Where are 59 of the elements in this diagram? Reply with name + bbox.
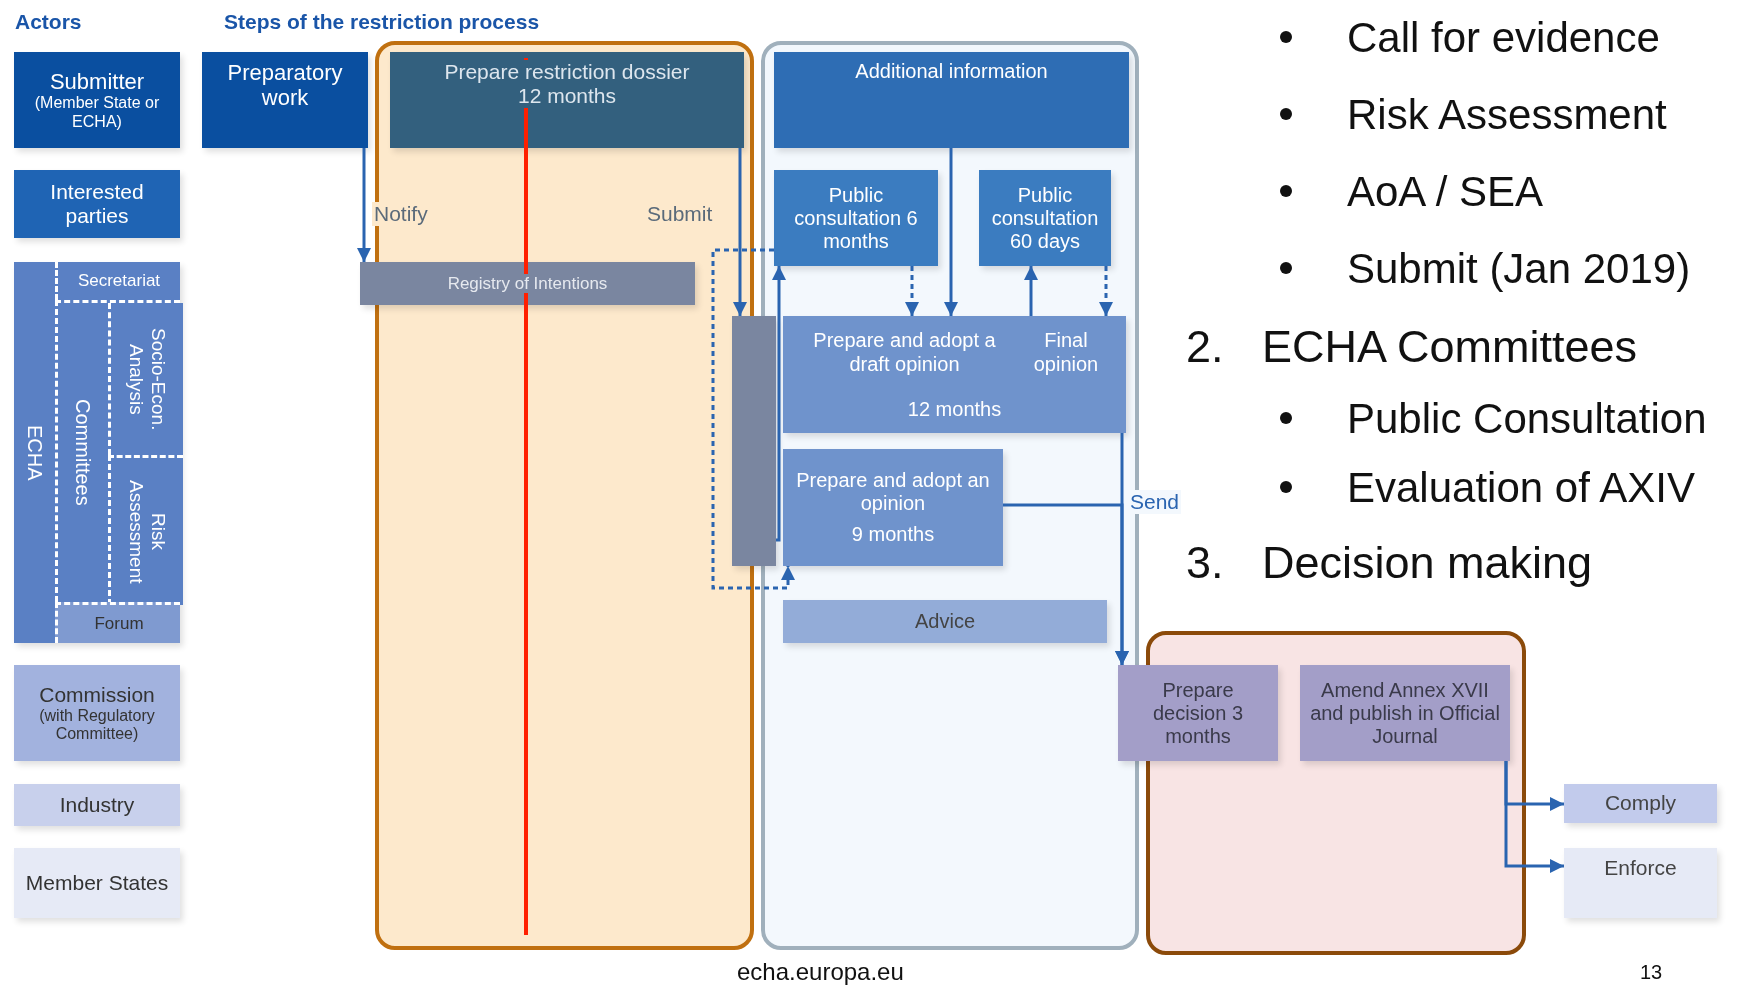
arrow	[944, 148, 958, 316]
process-bar	[783, 600, 1107, 643]
process-box	[390, 52, 744, 148]
edge-label: Notify	[372, 202, 430, 226]
dashed-arrow	[905, 266, 919, 316]
node-label: Final opinion	[1032, 328, 1100, 376]
list-number: 2.	[1186, 324, 1224, 369]
process-box	[202, 52, 368, 148]
process-box	[979, 170, 1111, 266]
node-label: Prepare and adopt a draft opinion	[812, 328, 997, 376]
arrow	[1504, 761, 1564, 873]
node-label: 12 months	[906, 397, 1003, 421]
actor-box	[14, 784, 180, 826]
edge-label: Send	[1128, 490, 1182, 514]
arrow	[733, 148, 747, 316]
outcome-box	[1564, 848, 1717, 918]
actor-box	[108, 455, 183, 605]
arrow	[1024, 266, 1038, 316]
actor-group	[55, 300, 180, 602]
process-box	[783, 449, 1003, 566]
process-box	[1118, 665, 1278, 761]
actor-box	[14, 170, 180, 238]
actor-box	[14, 665, 180, 761]
list-item: Decision making	[1262, 540, 1593, 585]
arrow	[1003, 503, 1129, 665]
node-label: Risk Assessment	[125, 478, 169, 586]
node-label: Registry of Intentions	[447, 273, 608, 294]
actor-group	[14, 262, 180, 643]
list-item: ECHA Committees	[1262, 324, 1638, 369]
dashed-arrow	[711, 248, 795, 590]
process-box	[774, 170, 938, 266]
process-box	[783, 316, 1126, 433]
list-item: Evaluation of AXIV	[1347, 467, 1695, 509]
node-label: Committees	[71, 398, 95, 508]
arrow	[772, 266, 786, 542]
list-item: Public Consultation	[1347, 398, 1707, 440]
actor-box	[14, 52, 180, 148]
node-label: Socio-Econ. Analysis	[125, 326, 169, 433]
node-label: ECHA	[22, 423, 47, 483]
list-item: Submit (Jan 2019)	[1347, 248, 1691, 290]
actor-box	[55, 602, 180, 643]
heading: Actors	[15, 10, 82, 34]
list-item: AoA / SEA	[1347, 171, 1544, 213]
actor-box	[55, 262, 180, 300]
process-box	[1300, 665, 1510, 761]
list-item: Risk Assessment	[1347, 94, 1667, 136]
process-bar	[732, 316, 776, 566]
outcome-box	[1564, 784, 1717, 823]
registry-bar	[360, 262, 695, 305]
heading: Steps of the restriction process	[224, 10, 540, 34]
dashed-arrow	[1099, 266, 1113, 316]
list-number: 3.	[1186, 540, 1224, 585]
web-address: echa.europa.eu	[737, 960, 904, 984]
arrow	[357, 148, 371, 262]
list-item: Call for evidence	[1347, 17, 1660, 59]
process-box	[774, 52, 1129, 148]
page-number: 13	[1640, 962, 1663, 982]
actor-box	[14, 848, 180, 918]
actor-box	[108, 303, 183, 455]
